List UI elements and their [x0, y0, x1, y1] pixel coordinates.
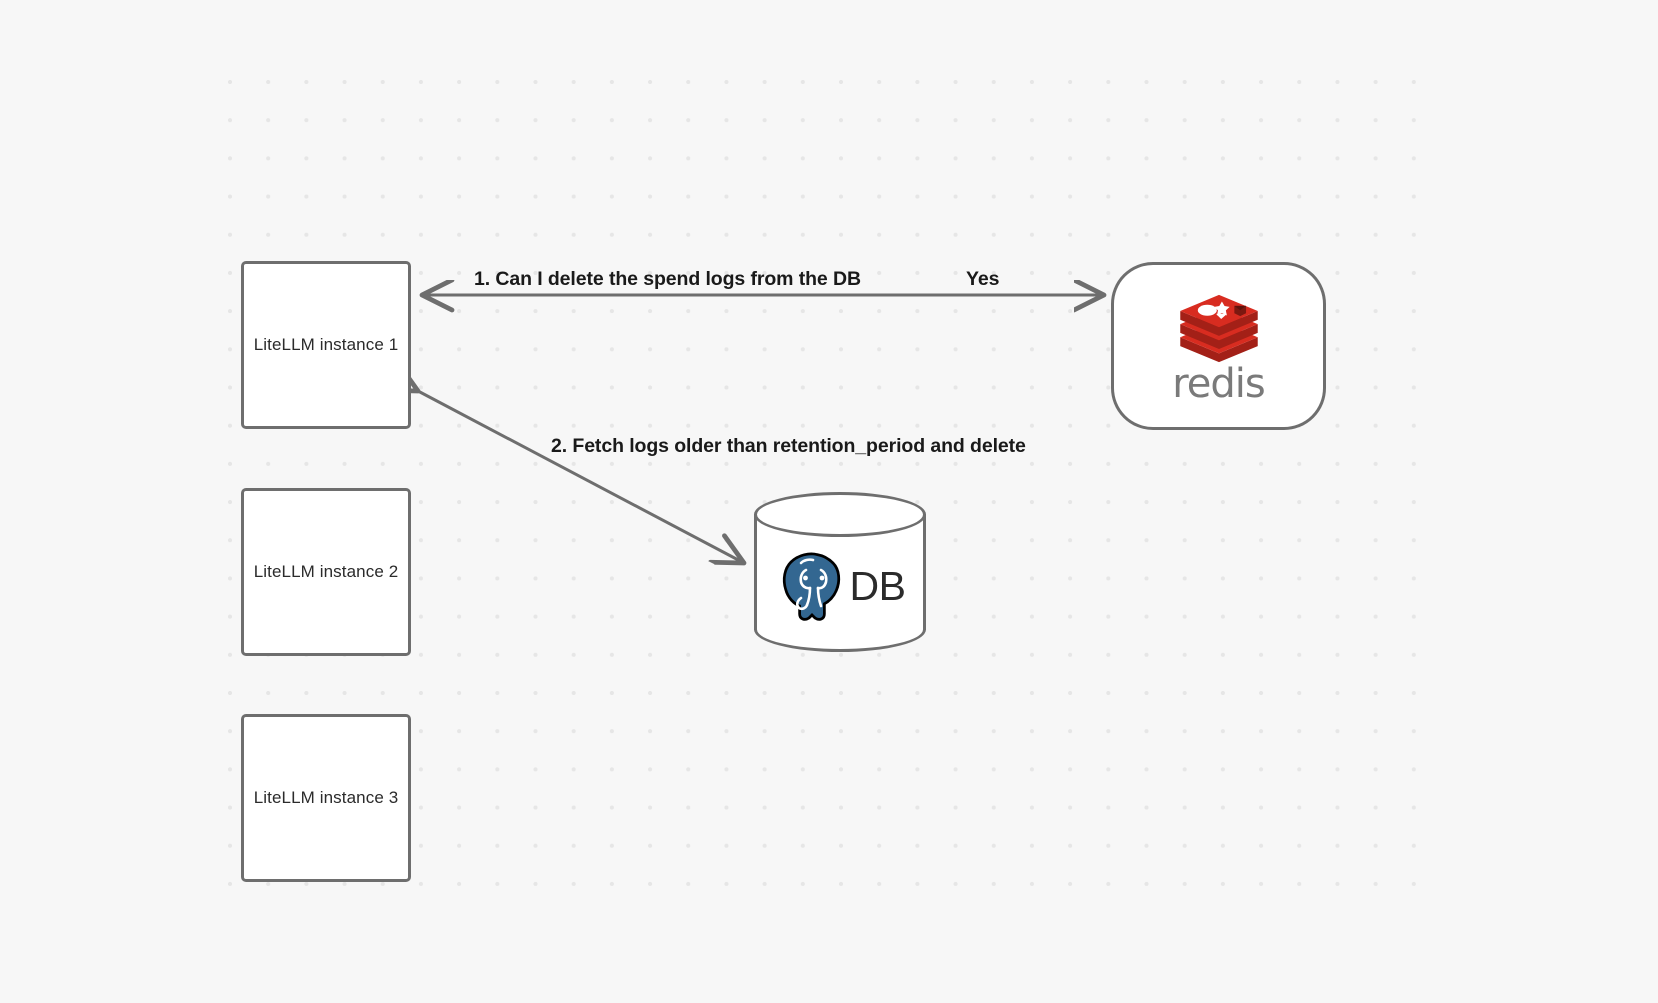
node-litellm-instance-2[interactable]: LiteLLM instance 2	[241, 488, 411, 656]
cylinder-top-ellipse	[754, 492, 926, 537]
database-content: DB	[754, 538, 926, 634]
node-redis[interactable]: redis	[1111, 262, 1326, 430]
node-litellm-instance-3[interactable]: LiteLLM instance 3	[241, 714, 411, 882]
edge-2-label: 2. Fetch logs older than retention_perio…	[551, 435, 1026, 457]
redis-logo-icon: redis	[1158, 292, 1280, 404]
edge-2-line	[418, 391, 744, 563]
edge-database-to-instance-1	[418, 391, 744, 563]
edge-1-question-label: 1. Can I delete the spend logs from the …	[474, 268, 861, 290]
redis-stack-icon	[1179, 294, 1258, 363]
redis-wordmark-label: redis	[1172, 361, 1266, 407]
postgresql-elephant-icon	[782, 552, 840, 621]
node-litellm-instance-1[interactable]: LiteLLM instance 1	[241, 261, 411, 429]
node-label-instance-1: LiteLLM instance 1	[253, 335, 399, 354]
database-label: DB	[849, 562, 906, 609]
node-label-instance-2: LiteLLM instance 2	[253, 562, 399, 581]
node-database[interactable]: DB	[754, 492, 926, 652]
edge-1-answer-label: Yes	[966, 268, 1000, 290]
node-label-instance-3: LiteLLM instance 3	[253, 788, 399, 807]
